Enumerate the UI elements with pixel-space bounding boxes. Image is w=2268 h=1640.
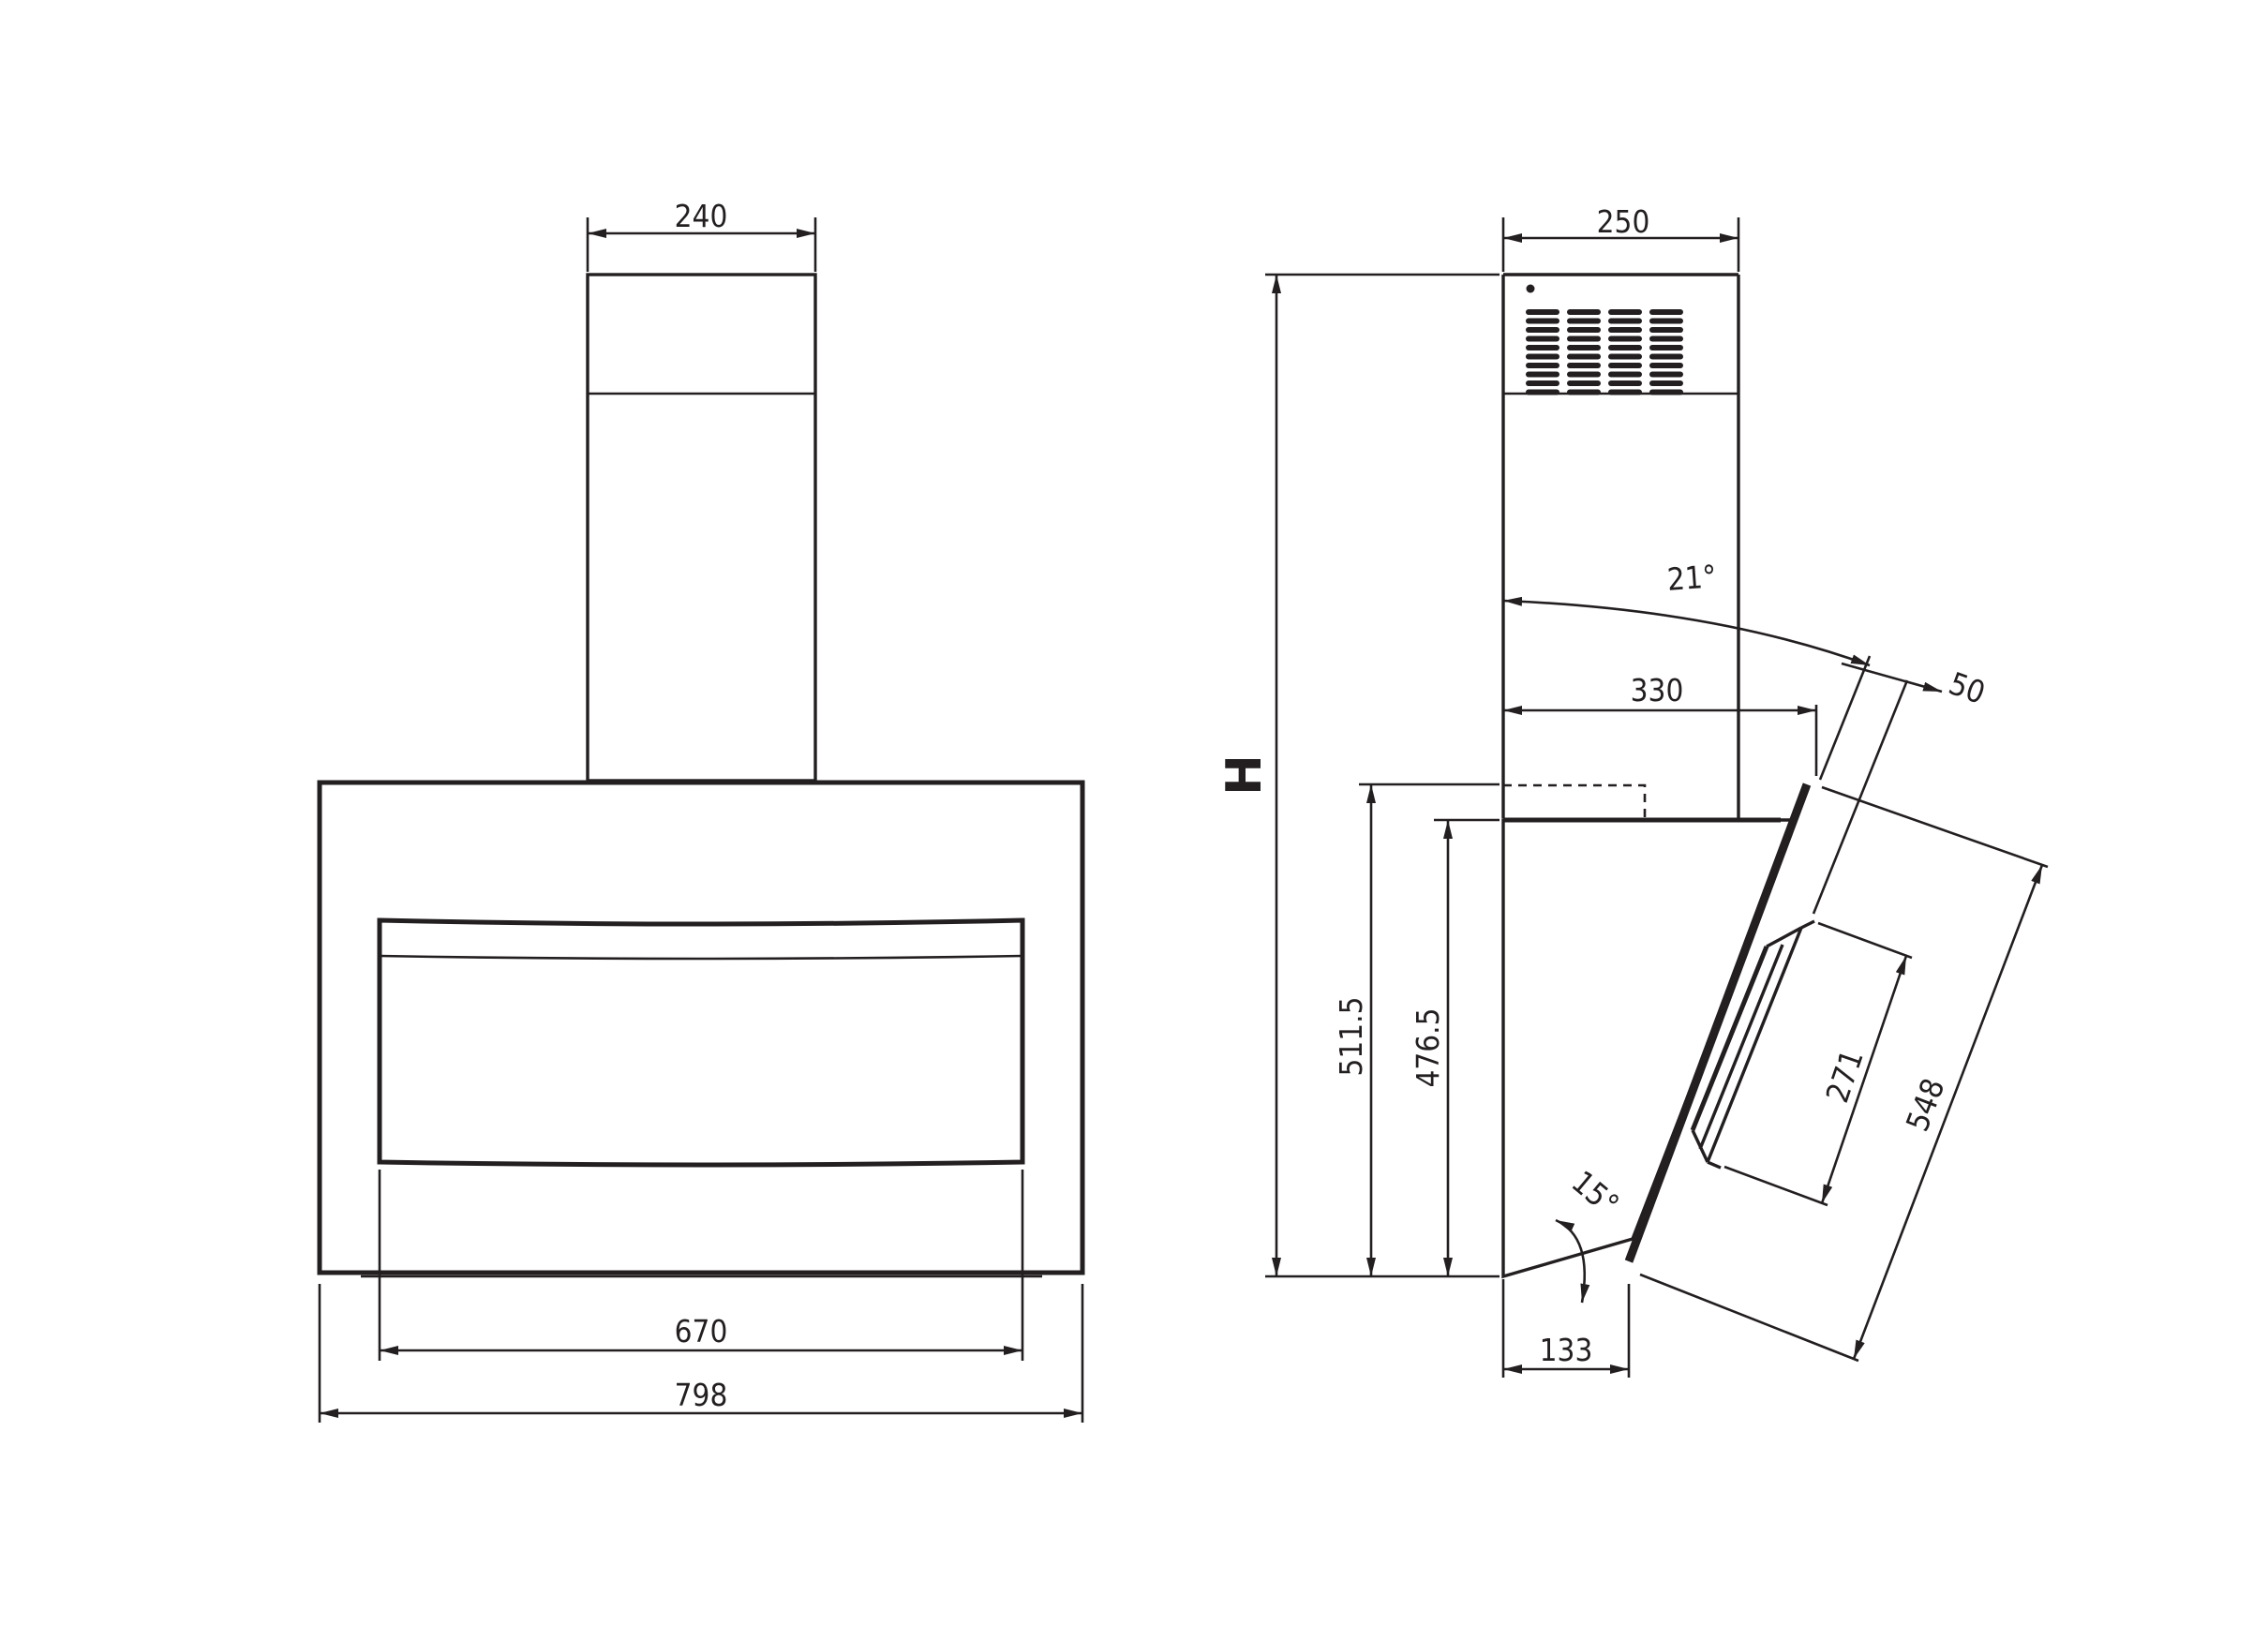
- vent-slot: [1567, 345, 1601, 350]
- vent-slot: [1567, 335, 1601, 342]
- vent-slot: [1608, 318, 1642, 324]
- vent-slot: [1526, 363, 1559, 368]
- vent-slot: [1649, 345, 1683, 350]
- front-chimney: [586, 273, 817, 783]
- vent-slot: [1649, 318, 1683, 324]
- dim-arc-15: [1555, 1218, 1590, 1304]
- ext-271-top: [1817, 921, 1913, 960]
- vent-slot: [1526, 380, 1559, 386]
- vent-slot: [1567, 371, 1601, 378]
- label-330: 330: [1631, 672, 1684, 708]
- vent-slot: [1608, 371, 1642, 378]
- vent-slot: [1526, 327, 1559, 333]
- vent-slot: [1608, 389, 1642, 395]
- vent-slot: [1567, 318, 1601, 324]
- vent-slot: [1567, 309, 1601, 315]
- vent-slot: [1567, 353, 1601, 360]
- vent-slot: [1608, 380, 1642, 386]
- label-798: 798: [675, 1377, 728, 1413]
- vent-slot: [1567, 327, 1601, 333]
- label-548: 548: [1899, 1073, 1952, 1136]
- vent-slot: [1608, 327, 1642, 333]
- vent-slot: [1526, 335, 1559, 342]
- hidden-top-outline: [1503, 783, 1647, 817]
- side-filter-tab-bottom: [1707, 1160, 1722, 1170]
- vent-slot: [1608, 309, 1642, 315]
- ext-50-left: [1818, 655, 1872, 781]
- label-H: H: [1216, 754, 1273, 796]
- dim-line-271: [1820, 955, 1908, 1204]
- label-240: 240: [675, 198, 728, 234]
- vent-slot: [1567, 389, 1601, 395]
- vent-slot: [1526, 353, 1559, 360]
- vent-slot: [1608, 363, 1642, 368]
- vent-slot: [1649, 353, 1683, 360]
- vent-slot: [1649, 380, 1683, 386]
- vent-slot: [1608, 353, 1642, 360]
- side-filter-line-outer: [1706, 927, 1803, 1163]
- vent-slot: [1567, 363, 1601, 368]
- vent-slot: [1649, 363, 1683, 368]
- side-filter-cap-top: [1766, 926, 1802, 948]
- label-133: 133: [1540, 1332, 1593, 1368]
- vent-slot: [1608, 335, 1642, 342]
- vent-slot: [1526, 309, 1559, 315]
- vent-slot: [1649, 389, 1683, 395]
- vent-slot: [1649, 309, 1683, 315]
- front-glass-panel: [377, 917, 1025, 1168]
- ext-271-bottom: [1723, 1165, 1828, 1207]
- vent-slot: [1567, 380, 1601, 386]
- vent-slot: [1649, 371, 1683, 378]
- label-670: 670: [675, 1313, 728, 1349]
- label-21deg: 21°: [1666, 558, 1718, 598]
- vent-slot: [1526, 345, 1559, 350]
- label-271: 271: [1818, 1045, 1870, 1107]
- label-50: 50: [1945, 664, 1991, 711]
- side-filter-line-inner: [1690, 946, 1769, 1131]
- vent-slot: [1649, 335, 1683, 342]
- label-511-5: 511.5: [1333, 997, 1369, 1077]
- vent-grille-icon: [1526, 284, 1683, 395]
- side-filter-line-mid: [1698, 944, 1784, 1150]
- ext-50-right: [1812, 679, 1909, 915]
- side-view: 250 H 21° 330 50 511.5 476.5 548 271 15°…: [1216, 203, 2049, 1378]
- vent-slot: [1526, 318, 1559, 324]
- ext-548-bottom: [1639, 1273, 1859, 1363]
- vent-slot: [1608, 345, 1642, 350]
- dim-arc-21: [1502, 596, 1871, 667]
- side-glass-panel: [1624, 783, 1812, 1263]
- side-filter-tab-top: [1800, 919, 1815, 930]
- label-476-5: 476.5: [1410, 1008, 1446, 1088]
- vent-slot: [1526, 371, 1559, 378]
- front-hood-body: [317, 780, 1085, 1275]
- label-250: 250: [1597, 203, 1650, 240]
- vent-slot: [1649, 327, 1683, 333]
- dim-line-50: [1841, 662, 1943, 693]
- ext-548-top: [1821, 785, 2049, 869]
- front-glass-panel-band: [379, 954, 1023, 961]
- front-view: 240 670 798: [317, 198, 1085, 1423]
- label-15deg: 15°: [1565, 1163, 1626, 1223]
- dim-line-548: [1852, 864, 2044, 1360]
- vent-slot: [1526, 389, 1559, 395]
- side-filter-cap-bottom: [1691, 1129, 1709, 1163]
